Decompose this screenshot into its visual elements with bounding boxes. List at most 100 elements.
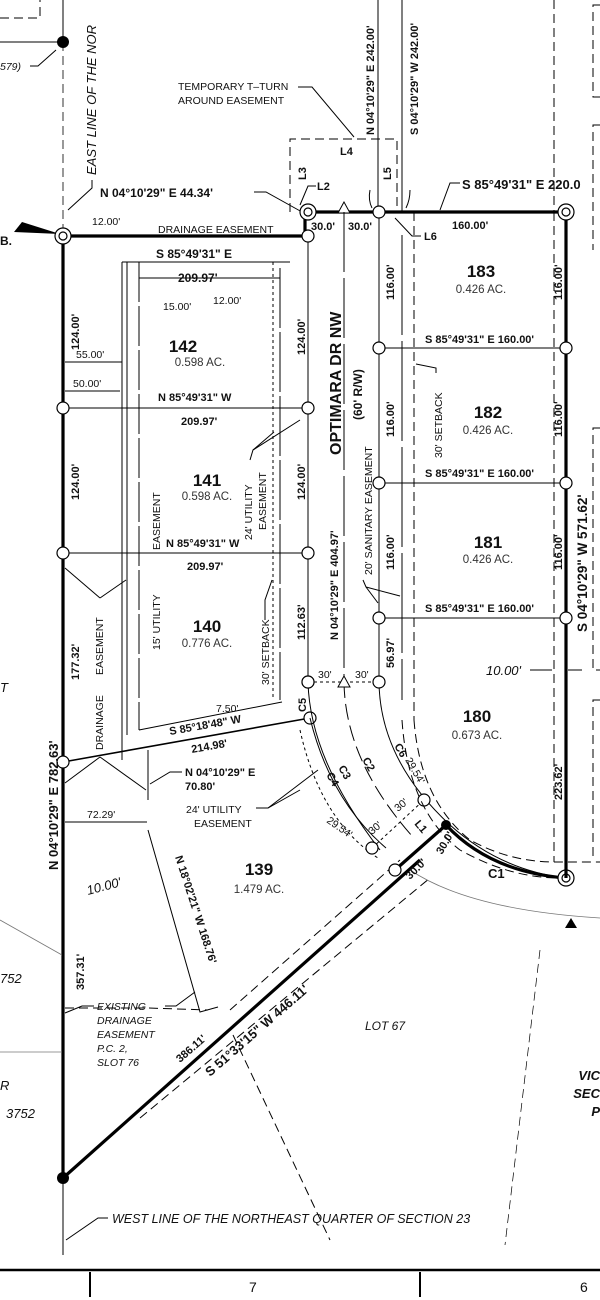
dim-72-29: 72.29' bbox=[87, 809, 115, 821]
north-line-160: 160.00' bbox=[452, 220, 489, 232]
line-l1-label: L1 bbox=[412, 818, 429, 836]
east-line-label: EAST LINE OF THE NOR bbox=[84, 25, 99, 175]
left-neighbor-notes: 752 R 3752 T bbox=[0, 680, 63, 1121]
setback-30-east-label: 30' SETBACK bbox=[433, 392, 445, 458]
existing-drainage-5: SLOT 76 bbox=[97, 1057, 139, 1069]
lot-141-south-dist: 209.97' bbox=[187, 561, 224, 573]
lot-183-number: 183 bbox=[467, 262, 495, 281]
L6-label: L6 bbox=[424, 231, 437, 243]
north-tie-bearing: N 04°10'29" E 44.34' bbox=[100, 186, 213, 200]
curve-width-4: 30' bbox=[392, 796, 410, 814]
sanitary-20-label: 20' SANITARY EASEMENT bbox=[363, 446, 375, 575]
lot-141-number: 141 bbox=[193, 471, 221, 490]
utility-15-label-2: EASEMENT bbox=[151, 492, 163, 550]
tie-bearing: N 04°10'29" E bbox=[185, 767, 255, 779]
setback-30-label: 30' SETBACK bbox=[260, 619, 272, 685]
west-parcel-labels: 12.00' DRAINAGE EASEMENT S 85°49'31" E 2… bbox=[46, 216, 431, 1180]
lot-140-acres: 0.776 AC. bbox=[182, 638, 233, 650]
dim-12-top: 12.00' bbox=[92, 216, 120, 228]
dim-7-50: 7.50' bbox=[216, 703, 238, 715]
southeast-bearing: S 51°33'15" W 446.11' bbox=[202, 982, 311, 1080]
lot-181-acres: 0.426 AC. bbox=[463, 554, 514, 566]
curve-c2-label: C2 bbox=[359, 756, 376, 774]
lot-140-west-len: 177.32' bbox=[70, 643, 82, 680]
lot-142-south-dist: 209.97' bbox=[181, 416, 218, 428]
lot-142-north-bearing: S 85°49'31" E bbox=[156, 247, 232, 261]
tturn-label-2: AROUND EASEMENT bbox=[178, 95, 285, 107]
south-context: LOT 67 VIC SEC P WEST LINE OF THE NORTHE… bbox=[0, 949, 600, 1297]
lot-181-south-bearing: S 85°49'31" E 160.00' bbox=[425, 603, 534, 615]
curve-c1-label: C1 bbox=[488, 866, 505, 881]
utility-24-label-2: EASEMENT bbox=[257, 472, 269, 530]
north-line-bearing: S 85°49'31" E 220.0 bbox=[462, 177, 581, 192]
tturn-width-b: 30.0' bbox=[348, 221, 372, 233]
existing-drainage-1: EXISTING bbox=[97, 1001, 146, 1013]
lot-182-south-bearing: S 85°49'31" E 160.00' bbox=[425, 468, 534, 480]
west-parcel: B. bbox=[0, 212, 317, 1184]
utility-24-lower-label-2: EASEMENT bbox=[194, 818, 252, 830]
dim-50: 50.00' bbox=[73, 378, 101, 390]
L3-label: L3 bbox=[297, 167, 309, 180]
north-boundary: N 04°10'29" E 44.34' S 85°49'31" E 220.0… bbox=[100, 177, 581, 233]
dim-55: 55.00' bbox=[76, 349, 104, 361]
utility-24-lower-label: 24' UTILITY bbox=[186, 804, 242, 816]
existing-drainage-2: DRAINAGE bbox=[97, 1015, 153, 1027]
neighbor-3752-b: 3752 bbox=[6, 1106, 36, 1121]
lot-142-west-len: 124.00' bbox=[70, 313, 82, 350]
vicinity-label-1: VIC bbox=[578, 1068, 600, 1083]
lot-139-acres: 1.479 AC. bbox=[234, 884, 285, 896]
drainage-label-2: EASEMENT bbox=[94, 617, 106, 675]
pob-label: B. bbox=[0, 234, 12, 248]
road-row-width: (60' R/W) bbox=[351, 369, 365, 420]
top-left-context: 579) EAST LINE OF THE NOR bbox=[0, 0, 99, 232]
curve-c4-length: 29.54' bbox=[324, 815, 354, 841]
partial-ref-label: 579) bbox=[0, 61, 21, 73]
lot-182-east-len: 116.00' bbox=[553, 401, 565, 437]
lot-182-west-len: 116.00' bbox=[385, 401, 397, 437]
L2-label: L2 bbox=[317, 181, 330, 193]
drainage-easement-top: DRAINAGE EASEMENT bbox=[158, 224, 274, 236]
lot-139-west-len: 357.31' bbox=[75, 953, 87, 990]
road-north-bearings: N 04°10'29" E 242.00' S 04°10'29" W 242.… bbox=[365, 0, 600, 250]
lot-180-rear-offset: 10.00' bbox=[486, 663, 522, 678]
tturn-width-a: 30.0' bbox=[311, 221, 335, 233]
lot-142-number: 142 bbox=[169, 337, 197, 356]
southeast-partial: 386.11' bbox=[174, 1033, 209, 1066]
lot-140-south-dist: 214.98' bbox=[190, 738, 228, 756]
lot-183-east-len: 116.00' bbox=[553, 264, 565, 300]
west-line-label: WEST LINE OF THE NORTHEAST QUARTER OF SE… bbox=[112, 1212, 470, 1226]
east-lots: 183 0.426 AC. 116.00' 116.00' S 85°49'31… bbox=[299, 203, 600, 879]
temp-tturn-easement: TEMPORARY T–TURN AROUND EASEMENT L4 L3 L… bbox=[178, 81, 437, 243]
lot-139-inner-bearing: N 18°02'21" W 168.76' bbox=[172, 854, 218, 965]
lot-181-west-len: 116.00' bbox=[385, 534, 397, 570]
lot-183-south-bearing: S 85°49'31" E 160.00' bbox=[425, 334, 534, 346]
lot-182-acres: 0.426 AC. bbox=[463, 425, 514, 437]
neighbor-partial: T bbox=[0, 680, 9, 695]
lot-141-acres: 0.598 AC. bbox=[182, 491, 233, 503]
lot-141-east-len: 124.00' bbox=[296, 463, 308, 500]
lot-141-south-bearing: N 85°49'31" W bbox=[166, 538, 240, 550]
neighbor-tr: R bbox=[0, 1078, 9, 1093]
section-7-label: 7 bbox=[249, 1279, 257, 1295]
dim-10: 10.00' bbox=[85, 874, 123, 898]
dim-12: 12.00' bbox=[213, 295, 241, 307]
lot-142-south-bearing: N 85°49'31" W bbox=[158, 392, 232, 404]
curve-width-1: 30' bbox=[318, 669, 332, 681]
utility-24-label: 24' UTILITY bbox=[243, 484, 255, 540]
tie-dist: 70.80' bbox=[185, 781, 216, 793]
lot-140-number: 140 bbox=[193, 617, 221, 636]
control-triangle-icon bbox=[565, 918, 577, 928]
neighbor-3752-a: 752 bbox=[0, 971, 22, 986]
tturn-label-1: TEMPORARY T–TURN bbox=[178, 81, 288, 93]
lot-180-acres: 0.673 AC. bbox=[452, 730, 503, 742]
lot-142-acres: 0.598 AC. bbox=[175, 357, 226, 369]
L4-label: L4 bbox=[340, 146, 354, 158]
vicinity-label-2: SEC bbox=[573, 1086, 600, 1101]
L5-label: L5 bbox=[382, 167, 394, 180]
curve-width-2: 30' bbox=[355, 669, 369, 681]
lot-139-number: 139 bbox=[245, 860, 273, 879]
lot-183-west-len: 116.00' bbox=[385, 264, 397, 300]
lot-180-east-len: 223.62' bbox=[553, 763, 565, 800]
east-boundary-bearing: S 04°10'29" W 571.62' bbox=[575, 494, 590, 632]
